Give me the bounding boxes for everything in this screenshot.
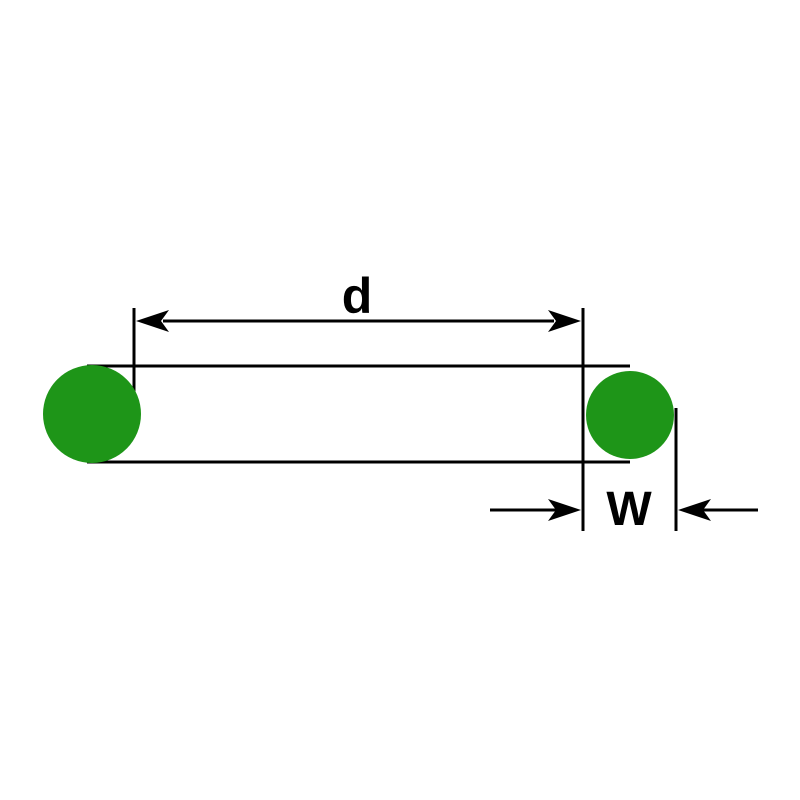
arrowhead-right-icon: [548, 310, 581, 332]
oring-cross-section-left: [43, 365, 141, 463]
arrowhead-width-left-icon: [548, 499, 581, 521]
diameter-dimension: d: [136, 268, 581, 332]
arrowhead-width-right-icon: [678, 499, 711, 521]
width-label: W: [606, 483, 652, 536]
width-dimension: W: [490, 483, 758, 536]
ring-profile: [43, 308, 678, 531]
oring-cross-section-right: [586, 371, 674, 459]
arrowhead-left-icon: [136, 310, 169, 332]
diameter-label: d: [342, 268, 373, 324]
